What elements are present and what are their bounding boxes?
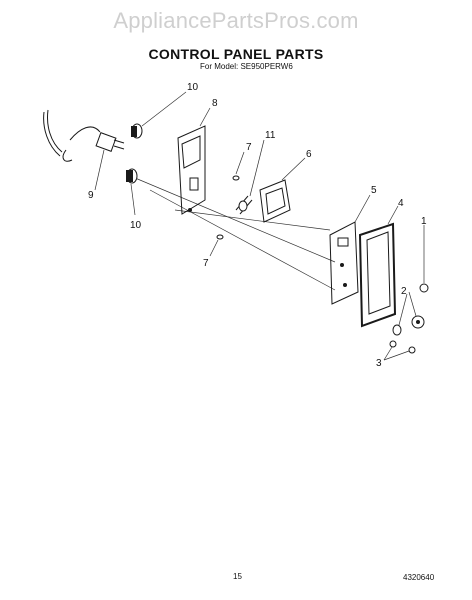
callout-11: 11	[265, 130, 276, 141]
part-8-bracket	[177, 107, 211, 215]
watermark: AppliancePartsPros.com	[113, 8, 359, 33]
callout-1: 1	[421, 216, 427, 227]
callout-10-upper: 10	[187, 82, 199, 93]
assembly-guide-line	[174, 209, 331, 231]
part-2-knob	[408, 291, 425, 329]
part-7-lower-clip	[209, 234, 224, 257]
part-1-screw	[419, 225, 429, 293]
assembly-guide-line	[149, 189, 336, 291]
part-6-clock-module	[259, 157, 306, 223]
part-2-knob-second	[392, 293, 408, 336]
part-3-screws	[383, 340, 416, 361]
part-10-upper-knob	[131, 91, 187, 139]
page-title: CONTROL PANEL PARTS	[148, 46, 324, 62]
callout-7-upper: 7	[246, 142, 252, 153]
model-label: For Model: SE950PERW6	[200, 62, 293, 71]
page-number: 15	[233, 572, 242, 581]
document-code: 4320640	[403, 573, 435, 582]
part-11-rod	[235, 139, 265, 215]
part-9-wiring-switch	[43, 109, 125, 191]
part-10-lower-knob	[126, 168, 138, 216]
part-5-panel	[329, 194, 371, 305]
part-7-upper-clip	[232, 151, 245, 181]
callout-4: 4	[398, 198, 404, 209]
callout-9: 9	[88, 190, 94, 201]
callout-5: 5	[371, 185, 377, 196]
part-4-frame	[358, 205, 399, 328]
callout-2: 2	[401, 286, 407, 297]
callout-7-lower: 7	[203, 258, 209, 269]
callout-10-lower: 10	[130, 220, 142, 231]
callout-3: 3	[376, 358, 382, 369]
callout-6: 6	[306, 149, 312, 160]
assembly-guide-line	[127, 174, 336, 263]
callout-8: 8	[212, 98, 218, 109]
